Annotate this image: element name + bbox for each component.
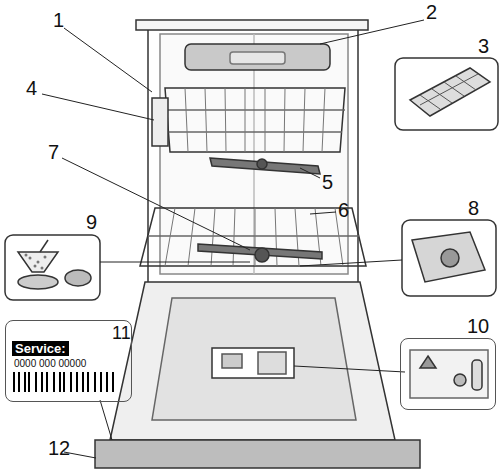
callout-number: 10 xyxy=(467,315,489,337)
callout-number: 8 xyxy=(468,198,479,218)
callout-number: 2 xyxy=(426,2,437,22)
inset-box: 11Service: 0000 000 00000 xyxy=(5,320,132,402)
callout-number: 9 xyxy=(86,212,97,232)
callout-number: 3 xyxy=(478,36,489,56)
leader-lines xyxy=(42,20,424,458)
callout-number: 1 xyxy=(53,10,64,30)
callout-number: 7 xyxy=(48,142,59,162)
inset-text: Service: xyxy=(12,341,69,356)
callout-number: 6 xyxy=(338,200,349,220)
callout-number: 12 xyxy=(48,438,70,458)
callout-number: 11 xyxy=(112,323,131,343)
callout-number: 4 xyxy=(26,78,37,98)
inset-text: 0000 000 00000 xyxy=(14,358,86,370)
inset-box: 10 xyxy=(400,338,496,410)
callout-number: 5 xyxy=(322,172,333,192)
